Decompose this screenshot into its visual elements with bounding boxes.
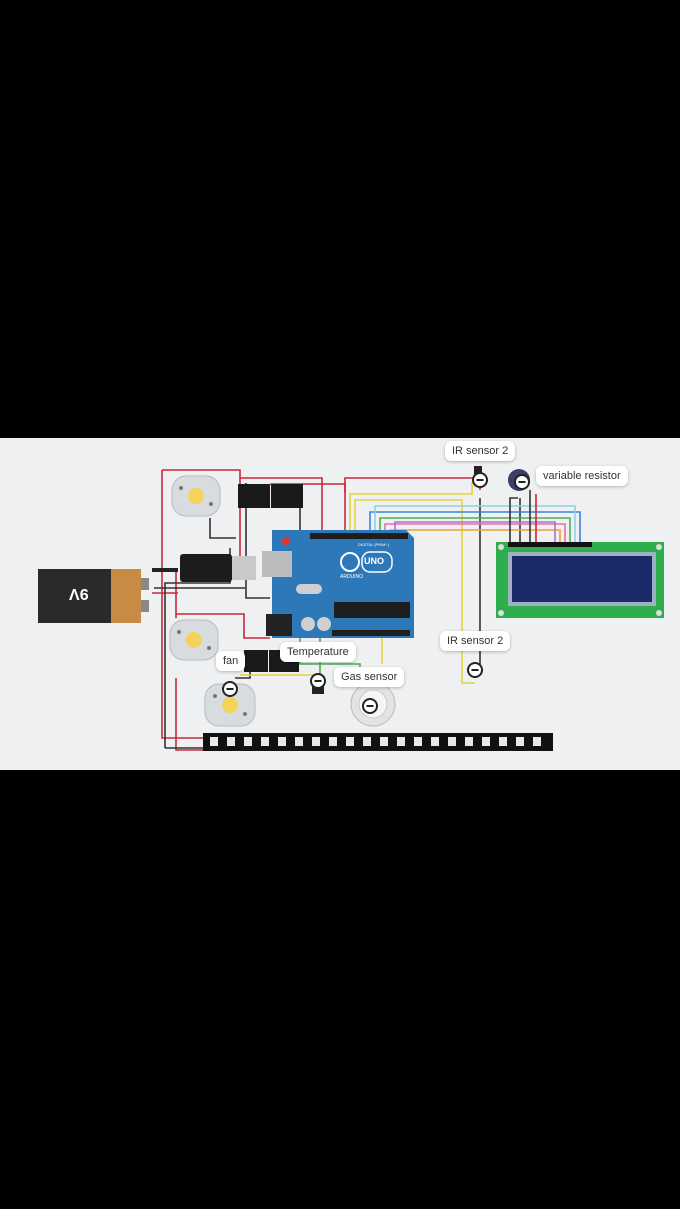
neopixel-leds xyxy=(210,737,541,746)
neopixel-led xyxy=(227,737,235,746)
battery-label: 9V xyxy=(69,585,89,602)
motor-middle xyxy=(169,619,219,661)
circuit-canvas: 9V UNO ARDUINO DIGITAL (PWM~) IR sensor … xyxy=(0,438,680,770)
probe-marker-icon xyxy=(222,681,238,697)
neopixel-led xyxy=(414,737,422,746)
neopixel-led xyxy=(312,737,320,746)
neopixel-led xyxy=(363,737,371,746)
neopixel-led xyxy=(244,737,252,746)
variable-resistor-label: variable resistor xyxy=(536,466,628,486)
neopixel-led xyxy=(346,737,354,746)
battery-9v xyxy=(38,569,149,623)
neopixel-led xyxy=(397,737,405,746)
probe-marker-icon xyxy=(310,673,326,689)
probe-marker-icon xyxy=(514,474,530,490)
neopixel-led xyxy=(533,737,541,746)
motor-top xyxy=(171,475,221,517)
ir-sensor-bottom-label: IR sensor 2 xyxy=(440,631,511,651)
neopixel-led xyxy=(482,737,490,746)
neopixel-led xyxy=(465,737,473,746)
fan-label: fan xyxy=(216,651,246,671)
neopixel-led xyxy=(329,737,337,746)
probe-marker-icon xyxy=(472,472,488,488)
neopixel-led xyxy=(295,737,303,746)
neopixel-led xyxy=(499,737,507,746)
circuit-diagram xyxy=(38,466,664,751)
gas-sensor-label: Gas sensor xyxy=(334,667,405,687)
neopixel-led xyxy=(261,737,269,746)
neopixel-led xyxy=(431,737,439,746)
neopixel-led xyxy=(448,737,456,746)
temperature-label: Temperature xyxy=(280,642,356,662)
usb-cable xyxy=(152,554,256,582)
arduino-uno-board xyxy=(262,530,414,638)
probe-marker-icon xyxy=(362,698,378,714)
lcd-display xyxy=(496,542,664,618)
motor-fan xyxy=(204,683,256,727)
probe-markers xyxy=(222,472,530,714)
neopixel-led xyxy=(380,737,388,746)
neopixel-led xyxy=(278,737,286,746)
arduino-logo-text: UNO xyxy=(364,556,384,566)
neopixel-led xyxy=(210,737,218,746)
red-wires xyxy=(152,469,481,751)
arduino-header-text: DIGITAL (PWM~) xyxy=(358,542,389,547)
neopixel-led xyxy=(516,737,524,746)
ir-sensor-top-label: IR sensor 2 xyxy=(445,441,516,461)
yellow-wires xyxy=(240,482,475,684)
relays-top xyxy=(238,484,303,508)
arduino-brand-text: ARDUINO xyxy=(340,574,364,580)
probe-marker-icon xyxy=(467,662,483,678)
